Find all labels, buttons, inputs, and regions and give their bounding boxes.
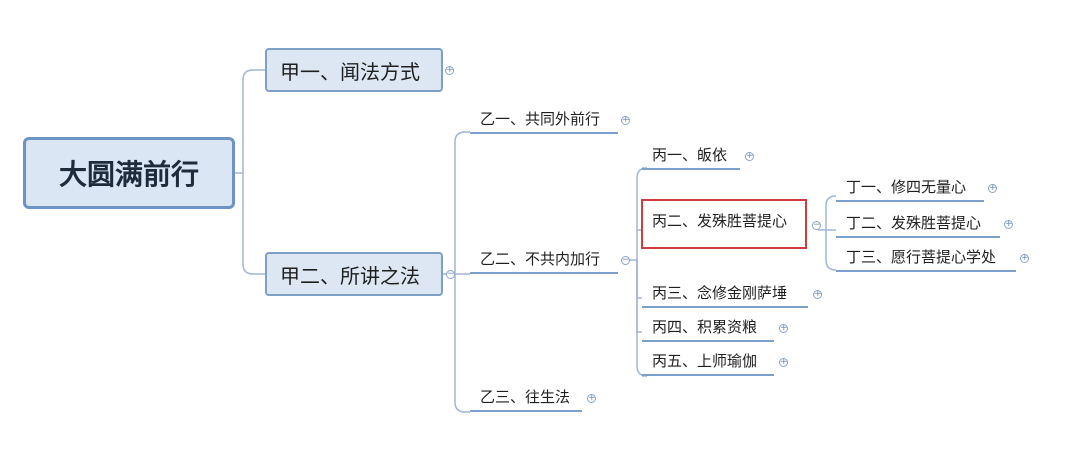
node-bing3[interactable]: 丙三、念修金刚萨埵 <box>642 282 808 308</box>
highlight-frame <box>641 199 807 249</box>
collapse-icon[interactable]: − <box>621 255 630 265</box>
node-label: 甲一、闻法方式 <box>280 59 420 84</box>
expand-icon[interactable]: + <box>779 323 788 333</box>
node-label: 丁二、发殊胜菩提心 <box>846 214 982 232</box>
expand-icon[interactable]: + <box>745 151 754 161</box>
node-label: 乙一、共同外前行 <box>480 110 601 128</box>
node-ding2[interactable]: 丁二、发殊胜菩提心 <box>836 212 1000 238</box>
node-label: 丙二、发殊胜菩提心 <box>652 212 788 230</box>
node-ding3[interactable]: 丁三、愿行菩提心学处 <box>836 246 1016 272</box>
root-label: 大圆满前行 <box>58 158 199 191</box>
node-label: 丁一、修四无量心 <box>846 178 967 196</box>
node-ding1[interactable]: 丁一、修四无量心 <box>836 176 984 202</box>
expand-icon[interactable]: + <box>587 393 596 403</box>
node-label: 丙一、皈依 <box>652 146 728 164</box>
expand-icon[interactable]: + <box>621 115 630 125</box>
node-label: 丁三、愿行菩提心学处 <box>846 248 997 266</box>
node-label: 丙五、上师瑜伽 <box>652 352 758 370</box>
node-label: 乙三、往生法 <box>480 388 571 406</box>
node-label: 乙二、不共内加行 <box>480 250 601 268</box>
node-bing2[interactable]: 丙二、发殊胜菩提心 <box>642 210 806 236</box>
node-jia2[interactable]: 甲二、所讲之法 <box>265 252 443 296</box>
expand-icon[interactable]: + <box>445 65 454 75</box>
node-label: 甲二、所讲之法 <box>280 263 420 288</box>
node-bing1[interactable]: 丙一、皈依 <box>642 144 740 170</box>
collapse-icon[interactable]: − <box>446 269 455 279</box>
collapse-icon[interactable]: − <box>812 220 821 230</box>
node-bing4[interactable]: 丙四、积累资粮 <box>642 316 774 342</box>
expand-icon[interactable]: + <box>1004 219 1013 229</box>
node-bing5[interactable]: 丙五、上师瑜伽 <box>642 350 774 376</box>
expand-icon[interactable]: + <box>779 357 788 367</box>
node-yi2[interactable]: 乙二、不共内加行 <box>470 248 618 274</box>
expand-icon[interactable]: + <box>1020 253 1029 263</box>
node-label: 丙四、积累资粮 <box>652 318 758 336</box>
node-yi1[interactable]: 乙一、共同外前行 <box>470 108 618 134</box>
root-node[interactable]: 大圆满前行 <box>23 137 235 209</box>
node-yi3[interactable]: 乙三、往生法 <box>470 386 582 412</box>
node-jia1[interactable]: 甲一、闻法方式 <box>265 48 443 92</box>
expand-icon[interactable]: + <box>988 183 997 193</box>
expand-icon[interactable]: + <box>813 289 822 299</box>
node-label: 丙三、念修金刚萨埵 <box>652 284 788 302</box>
